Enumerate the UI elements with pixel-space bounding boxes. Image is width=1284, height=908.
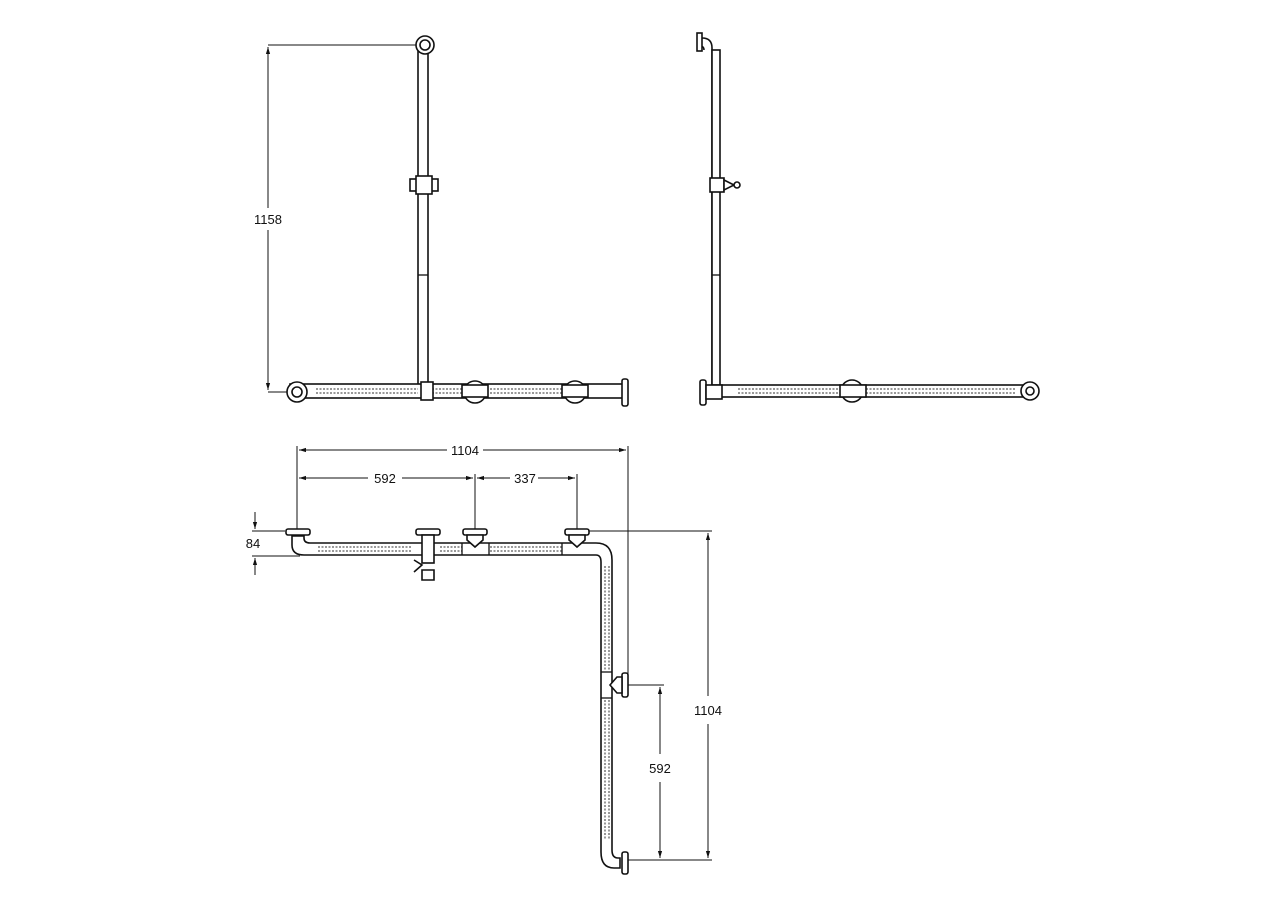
end-flange [699, 379, 707, 406]
overall-depth-dimension-label: 1104 [694, 703, 722, 718]
horizontal-bar [719, 384, 1026, 398]
flange-inner [1025, 386, 1035, 396]
wall-flange [564, 528, 590, 536]
flange-sleeve [561, 384, 589, 398]
holder-post [421, 534, 435, 564]
offset-dimension-label: 84 [246, 536, 260, 551]
overall-width-dimension-label: 1104 [451, 443, 479, 458]
top-mount-flange [696, 32, 703, 52]
flange-neck [568, 534, 586, 549]
vertical-bar [417, 44, 429, 386]
l-shaped-bar [291, 535, 621, 869]
second-segment-dimension-label: 337 [514, 471, 536, 486]
wall-flange [415, 528, 441, 536]
first-segment-dimension-label: 592 [374, 471, 396, 486]
side-segment-dimension-label: 592 [649, 761, 671, 776]
top-view: 1104 592 337 84 1104 592 [246, 443, 722, 875]
flange-neck [608, 676, 623, 694]
holder-clamp [415, 175, 433, 195]
holder-knob [723, 178, 736, 192]
wall-flange [621, 672, 629, 698]
holder-screw [733, 181, 741, 189]
end-flange [621, 378, 629, 407]
shower-head-holder [413, 559, 435, 581]
front-view: 1158 [254, 35, 629, 407]
tee-joint [420, 381, 434, 401]
flange-neck [466, 534, 484, 549]
wall-flange [621, 851, 629, 875]
flange-inner [419, 39, 431, 51]
vertical-bar [699, 37, 713, 395]
flange-sleeve [461, 384, 489, 398]
side-view [696, 32, 1040, 406]
wall-flange [285, 528, 311, 536]
corner-joint [705, 384, 723, 400]
flange-sleeve [839, 384, 867, 398]
shower-head-holder [709, 177, 725, 193]
vertical-bar-body [711, 49, 721, 386]
height-dimension-label: 1158 [254, 212, 282, 227]
wall-flange [462, 528, 488, 536]
flange-inner [291, 386, 303, 398]
